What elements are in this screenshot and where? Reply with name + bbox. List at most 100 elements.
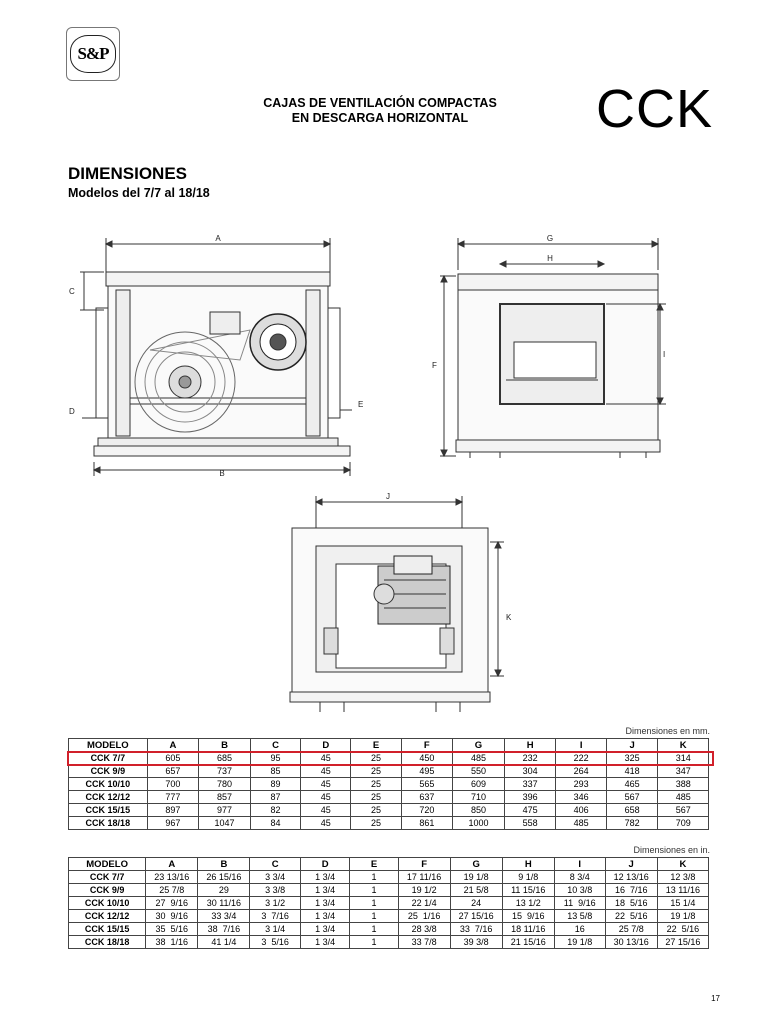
value-cell: 16 xyxy=(553,922,606,936)
model-cell: CCK 10/10 xyxy=(67,896,147,910)
column-header: K xyxy=(657,738,709,752)
value-cell: 27 15/16 xyxy=(449,909,503,923)
value-cell: 87 xyxy=(249,790,302,804)
brand-logo-mark: S&P xyxy=(70,35,116,73)
product-code: CCK xyxy=(596,79,714,139)
value-cell: 16 7/16 xyxy=(604,883,658,897)
value-cell: 38 7/16 xyxy=(197,922,251,936)
value-cell: 30 13/16 xyxy=(604,935,658,949)
value-cell: 337 xyxy=(503,777,557,791)
value-cell: 39 3/8 xyxy=(449,935,503,949)
value-cell: 406 xyxy=(555,803,607,817)
value-cell: 897 xyxy=(146,803,200,817)
value-cell: 495 xyxy=(400,764,454,778)
column-header: J xyxy=(604,857,658,871)
value-cell: 13 5/8 xyxy=(553,909,606,923)
value-cell: 657 xyxy=(146,764,200,778)
column-header: G xyxy=(449,857,503,871)
value-cell: 1000 xyxy=(452,816,505,830)
model-cell: CCK 18/18 xyxy=(68,816,148,830)
label-A: A xyxy=(215,234,221,243)
value-cell: 1 xyxy=(349,922,399,936)
value-cell: 10 3/8 xyxy=(553,883,606,897)
label-F: F xyxy=(432,361,437,370)
value-cell: 485 xyxy=(657,790,709,804)
value-cell: 396 xyxy=(503,790,557,804)
label-K: K xyxy=(506,613,512,622)
value-cell: 293 xyxy=(555,777,607,791)
column-header: B xyxy=(198,738,251,752)
value-cell: 1 xyxy=(349,883,399,897)
value-cell: 21 15/16 xyxy=(501,935,555,949)
label-G: G xyxy=(547,234,553,243)
value-cell: 25 xyxy=(350,764,402,778)
value-cell: 33 3/4 xyxy=(197,909,251,923)
value-cell: 264 xyxy=(555,764,607,778)
value-cell: 22 5/16 xyxy=(604,909,658,923)
value-cell: 19 1/8 xyxy=(553,935,606,949)
value-cell: 710 xyxy=(452,790,505,804)
value-cell: 18 11/16 xyxy=(501,922,555,936)
value-cell: 558 xyxy=(503,816,557,830)
model-cell: CCK 7/7 xyxy=(67,870,147,884)
value-cell: 967 xyxy=(146,816,200,830)
column-header: D xyxy=(299,857,351,871)
label-C: C xyxy=(69,287,75,296)
value-cell: 609 xyxy=(452,777,505,791)
value-cell: 465 xyxy=(605,777,659,791)
value-cell: 3 7/16 xyxy=(249,909,301,923)
units-in-label: Dimensiones en in. xyxy=(633,845,710,855)
value-cell: 35 5/16 xyxy=(145,922,199,936)
value-cell: 15 1/4 xyxy=(656,896,710,910)
value-cell: 25 xyxy=(350,803,402,817)
value-cell: 22 1/4 xyxy=(397,896,451,910)
value-cell: 41 1/4 xyxy=(197,935,251,949)
model-cell: CCK 18/18 xyxy=(67,935,147,949)
value-cell: 658 xyxy=(605,803,659,817)
value-cell: 1 3/4 xyxy=(299,870,351,884)
value-cell: 13 1/2 xyxy=(501,896,555,910)
value-cell: 850 xyxy=(452,803,505,817)
model-cell: CCK 9/9 xyxy=(67,883,147,897)
value-cell: 700 xyxy=(146,777,200,791)
front-view-drawing xyxy=(80,238,352,476)
value-cell: 780 xyxy=(198,777,251,791)
value-cell: 45 xyxy=(300,790,352,804)
value-cell: 84 xyxy=(249,816,302,830)
column-header: I xyxy=(555,738,607,752)
model-cell: CCK 12/12 xyxy=(68,790,148,804)
column-header: J xyxy=(605,738,659,752)
value-cell: 12 13/16 xyxy=(604,870,658,884)
label-H: H xyxy=(547,254,553,263)
value-cell: 18 5/16 xyxy=(604,896,658,910)
value-cell: 25 xyxy=(350,816,402,830)
units-mm-label: Dimensiones en mm. xyxy=(625,726,710,736)
value-cell: 1 xyxy=(349,935,399,949)
section-subtitle: Modelos del 7/7 al 18/18 xyxy=(68,186,210,200)
value-cell: 45 xyxy=(300,816,352,830)
value-cell: 19 1/2 xyxy=(397,883,451,897)
value-cell: 19 1/8 xyxy=(449,870,503,884)
column-header: A xyxy=(145,857,199,871)
model-cell: CCK 15/15 xyxy=(68,803,148,817)
value-cell: 27 9/16 xyxy=(145,896,199,910)
label-D: D xyxy=(69,407,75,416)
value-cell: 720 xyxy=(400,803,454,817)
value-cell: 1 3/4 xyxy=(299,909,351,923)
value-cell: 11 9/16 xyxy=(553,896,606,910)
brand-logo-text: S&P xyxy=(77,44,110,63)
label-I: I xyxy=(663,350,665,359)
value-cell: 418 xyxy=(605,764,659,778)
column-header: MODELO xyxy=(68,738,148,752)
value-cell: 25 1/16 xyxy=(397,909,451,923)
